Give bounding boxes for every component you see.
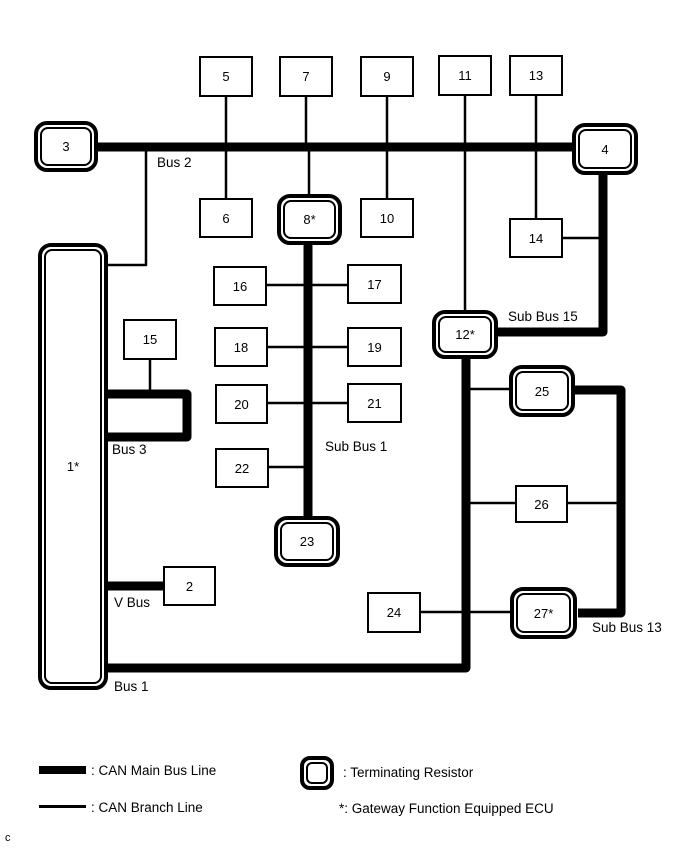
subbus13-label: Sub Bus 13 <box>592 620 662 635</box>
legend-main-bus-line: : CAN Main Bus Line <box>91 763 217 778</box>
node-label: 2 <box>185 578 194 594</box>
main-bus-line-swatch <box>39 766 86 774</box>
node-label: 9 <box>383 69 391 84</box>
node-label: 11 <box>458 68 472 83</box>
bus3-main-loop <box>105 389 192 442</box>
terminator-node-1: 1* <box>38 243 108 690</box>
node-label: 16 <box>232 278 248 294</box>
corner-mark: c <box>5 832 11 844</box>
node-label: 20 <box>234 396 249 412</box>
node-16: 16 <box>213 266 267 306</box>
node-9: 9 <box>360 56 414 97</box>
terminator-node-25: 25 <box>509 365 575 417</box>
node-label: 24 <box>386 605 402 620</box>
subbus1-label: Sub Bus 1 <box>325 439 388 454</box>
terminating-resistor-swatch-inner <box>306 762 328 784</box>
node-label: 5 <box>222 69 230 84</box>
subbus15-main-line <box>497 172 608 337</box>
node-label: 22 <box>234 460 250 476</box>
node-label: 18 <box>233 339 249 355</box>
node-label: 6 <box>222 210 230 226</box>
node-label: 14 <box>528 230 544 246</box>
legend-gateway-note: *: Gateway Function Equipped ECU <box>339 801 554 816</box>
node-label: 10 <box>379 210 395 226</box>
node-19: 19 <box>347 327 402 367</box>
terminator-node-4: 4 <box>572 123 638 175</box>
subbus13-main-loop <box>574 385 626 618</box>
node-7: 7 <box>279 56 333 97</box>
node-label: 19 <box>367 339 382 355</box>
node-label: 12* <box>455 327 475 342</box>
terminator-node-27: 27* <box>510 587 577 639</box>
node-18: 18 <box>214 327 268 367</box>
node-label: 27* <box>533 605 554 621</box>
node-label: 15 <box>142 332 158 347</box>
node-11: 11 <box>438 55 492 96</box>
legend-terminating-resistor: : Terminating Resistor <box>343 765 474 780</box>
branch-bus2-to-node1 <box>108 147 148 267</box>
node-10: 10 <box>360 198 414 238</box>
legend-branch-line: : CAN Branch Line <box>91 800 203 815</box>
node-6: 6 <box>199 198 253 238</box>
terminator-node-8: 8* <box>277 194 342 245</box>
node-14: 14 <box>509 218 563 258</box>
bus1-main-line <box>105 356 471 673</box>
node-label: 21 <box>367 395 382 411</box>
node-label: 25 <box>534 383 550 399</box>
node-label: 23 <box>299 534 315 549</box>
node-label: 13 <box>528 68 544 83</box>
terminating-resistor-swatch <box>300 756 334 790</box>
bus1-label: Bus 1 <box>114 679 149 694</box>
node-2: 2 <box>163 566 216 606</box>
node-21: 21 <box>347 383 402 423</box>
vbus-label: V Bus <box>114 595 151 610</box>
node-26: 26 <box>515 485 568 523</box>
node-label: 4 <box>601 141 609 157</box>
branch-line-swatch <box>39 805 86 808</box>
node-label: 17 <box>367 276 382 292</box>
terminator-node-23: 23 <box>274 516 340 567</box>
node-20: 20 <box>215 384 268 424</box>
bus2-label: Bus 2 <box>157 155 192 170</box>
bus3-label: Bus 3 <box>112 442 147 457</box>
node-5: 5 <box>199 56 253 97</box>
node-label: 1* <box>66 459 80 474</box>
node-17: 17 <box>347 264 402 304</box>
node-24: 24 <box>367 592 421 633</box>
node-22: 22 <box>215 448 269 488</box>
terminator-node-3: 3 <box>34 121 98 172</box>
subbus15-label: Sub Bus 15 <box>508 309 578 324</box>
node-13: 13 <box>509 55 563 96</box>
node-label: 7 <box>302 69 310 84</box>
terminator-node-12: 12* <box>432 310 498 359</box>
node-label: 8* <box>303 212 316 227</box>
node-15: 15 <box>123 319 177 360</box>
node-label: 3 <box>62 139 70 154</box>
node-label: 26 <box>534 496 549 512</box>
